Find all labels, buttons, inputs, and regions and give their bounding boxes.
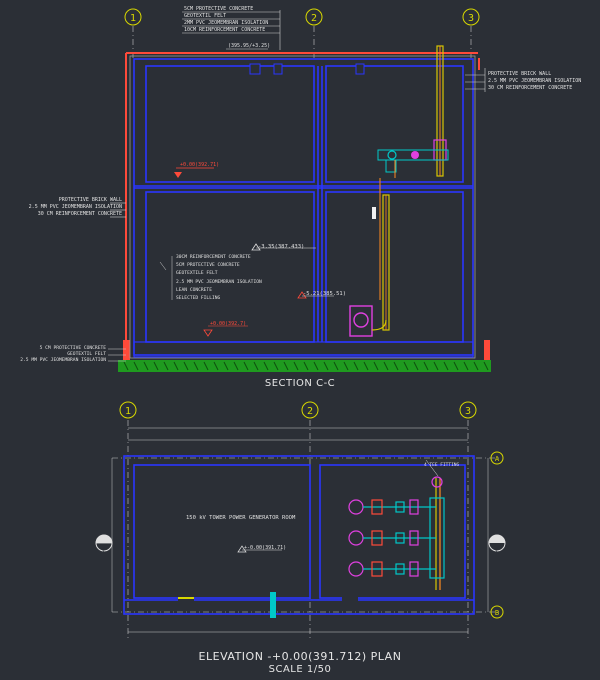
grid-label-3: 3 xyxy=(468,13,474,24)
svg-text:C: C xyxy=(102,547,106,554)
svg-text:A: A xyxy=(495,455,500,463)
pump-assembly xyxy=(348,476,445,590)
floor-note-4: 2.5 MM PVC JEOMEMBRAN ISOLATION xyxy=(176,279,262,285)
grid-label-2: 2 xyxy=(311,13,317,24)
level-pump-label: -5.21(385.51) xyxy=(303,291,346,297)
left-note-3: 30 CM REINFORCEMENT CONCRETE xyxy=(38,211,122,217)
room-label: 150 kV TOWER POWER GENERATOR ROOM xyxy=(186,515,296,521)
grid-bubble-2-plan: 2 xyxy=(301,401,319,419)
bottom-note-3: 2.5 MM PVC JEOMEMBRAN ISOLATION xyxy=(20,357,106,363)
plan-scale: SCALE 1/50 xyxy=(268,664,332,675)
section-title: SECTION C-C xyxy=(264,378,336,389)
floor-note-3: GEOTEXTILE FELT xyxy=(176,270,218,276)
level-marker-mid: -3.35(387.433) xyxy=(251,243,316,251)
level-floor-label: +0.00(392.7) xyxy=(210,321,246,327)
svg-text:C: C xyxy=(495,547,499,554)
grid-bubble-3-plan: 3 xyxy=(459,401,477,419)
level-marker-floor: +0.00(392.7) xyxy=(203,321,248,337)
axis-bubble-a: A xyxy=(490,451,504,465)
roof-note-1: 5CM PROTECTIVE CONCRETE xyxy=(184,6,253,12)
roof-note-4: 10CM REINFORCEMENT CONCRETE xyxy=(184,27,265,33)
grid-bubble-2-top: 2 xyxy=(305,8,323,26)
right-note-1: PROTECTIVE BRICK WALL xyxy=(488,71,551,77)
grid-label-1: 1 xyxy=(130,13,136,24)
section-marker-left: C xyxy=(95,534,113,554)
grid-bubble-1-plan: 1 xyxy=(119,401,137,419)
svg-text:B: B xyxy=(495,609,499,617)
svg-text:1: 1 xyxy=(125,406,131,417)
floor-note-1: 30CM REINFORCEMENT CONCRETE xyxy=(176,254,251,260)
svg-text:2: 2 xyxy=(307,406,313,417)
axis-bubble-b: B xyxy=(490,605,504,619)
left-note-1: PROTECTIVE BRICK WALL xyxy=(59,197,122,203)
bottom-note-1: 5 CM PROTECTIVE CONCRETE xyxy=(40,345,107,351)
roof-level-label: (395.95/+3.25) xyxy=(228,43,270,49)
floor-note-6: SELECTED FILLING xyxy=(176,295,220,301)
left-note-2: 2.5 MM PVC JEOMEMBRAN ISOLATION xyxy=(29,204,122,210)
bottom-note-2: GEOTEXTIL FELT xyxy=(67,351,106,357)
level-marker-pump: -5.21(385.51) xyxy=(297,291,346,299)
plan-title: ELEVATION -+0.00(391.712) PLAN xyxy=(198,650,402,663)
roof-note-3: 2MM PVC JEOMEMBRAN ISOLATION xyxy=(184,20,268,26)
grid-bubble-3-top: 3 xyxy=(462,8,480,26)
level-marker-upper: +0.00(392.71) xyxy=(174,162,219,178)
floor-note-2: 5CM PROTECTIVE CONCRETE xyxy=(176,262,240,268)
level-upper-label: +0.00(392.71) xyxy=(180,162,219,168)
pipe-note: 4 TEE FITTING xyxy=(424,462,460,468)
grid-bubble-1-top: 1 xyxy=(124,8,142,26)
svg-text:3: 3 xyxy=(465,406,471,417)
roof-note-2: GEOTEXTIL FELT xyxy=(184,13,226,19)
floor-note-5: LEAN CONCRETE xyxy=(176,287,212,293)
ground-hatch xyxy=(118,360,491,372)
plan-level-label: +-0.00(391.71) xyxy=(244,545,286,551)
right-note-3: 30 CM REINFORCEMENT CONCRETE xyxy=(488,85,572,91)
right-note-2: 2.5 MM PVC JEOMEMBRAN ISOLATION xyxy=(488,78,581,84)
riser-pipe xyxy=(349,45,449,337)
section-marker-right: C xyxy=(488,534,506,554)
plan-level-marker: +-0.00(391.71) xyxy=(237,545,286,553)
level-mid-label: -3.35(387.433) xyxy=(258,244,304,250)
